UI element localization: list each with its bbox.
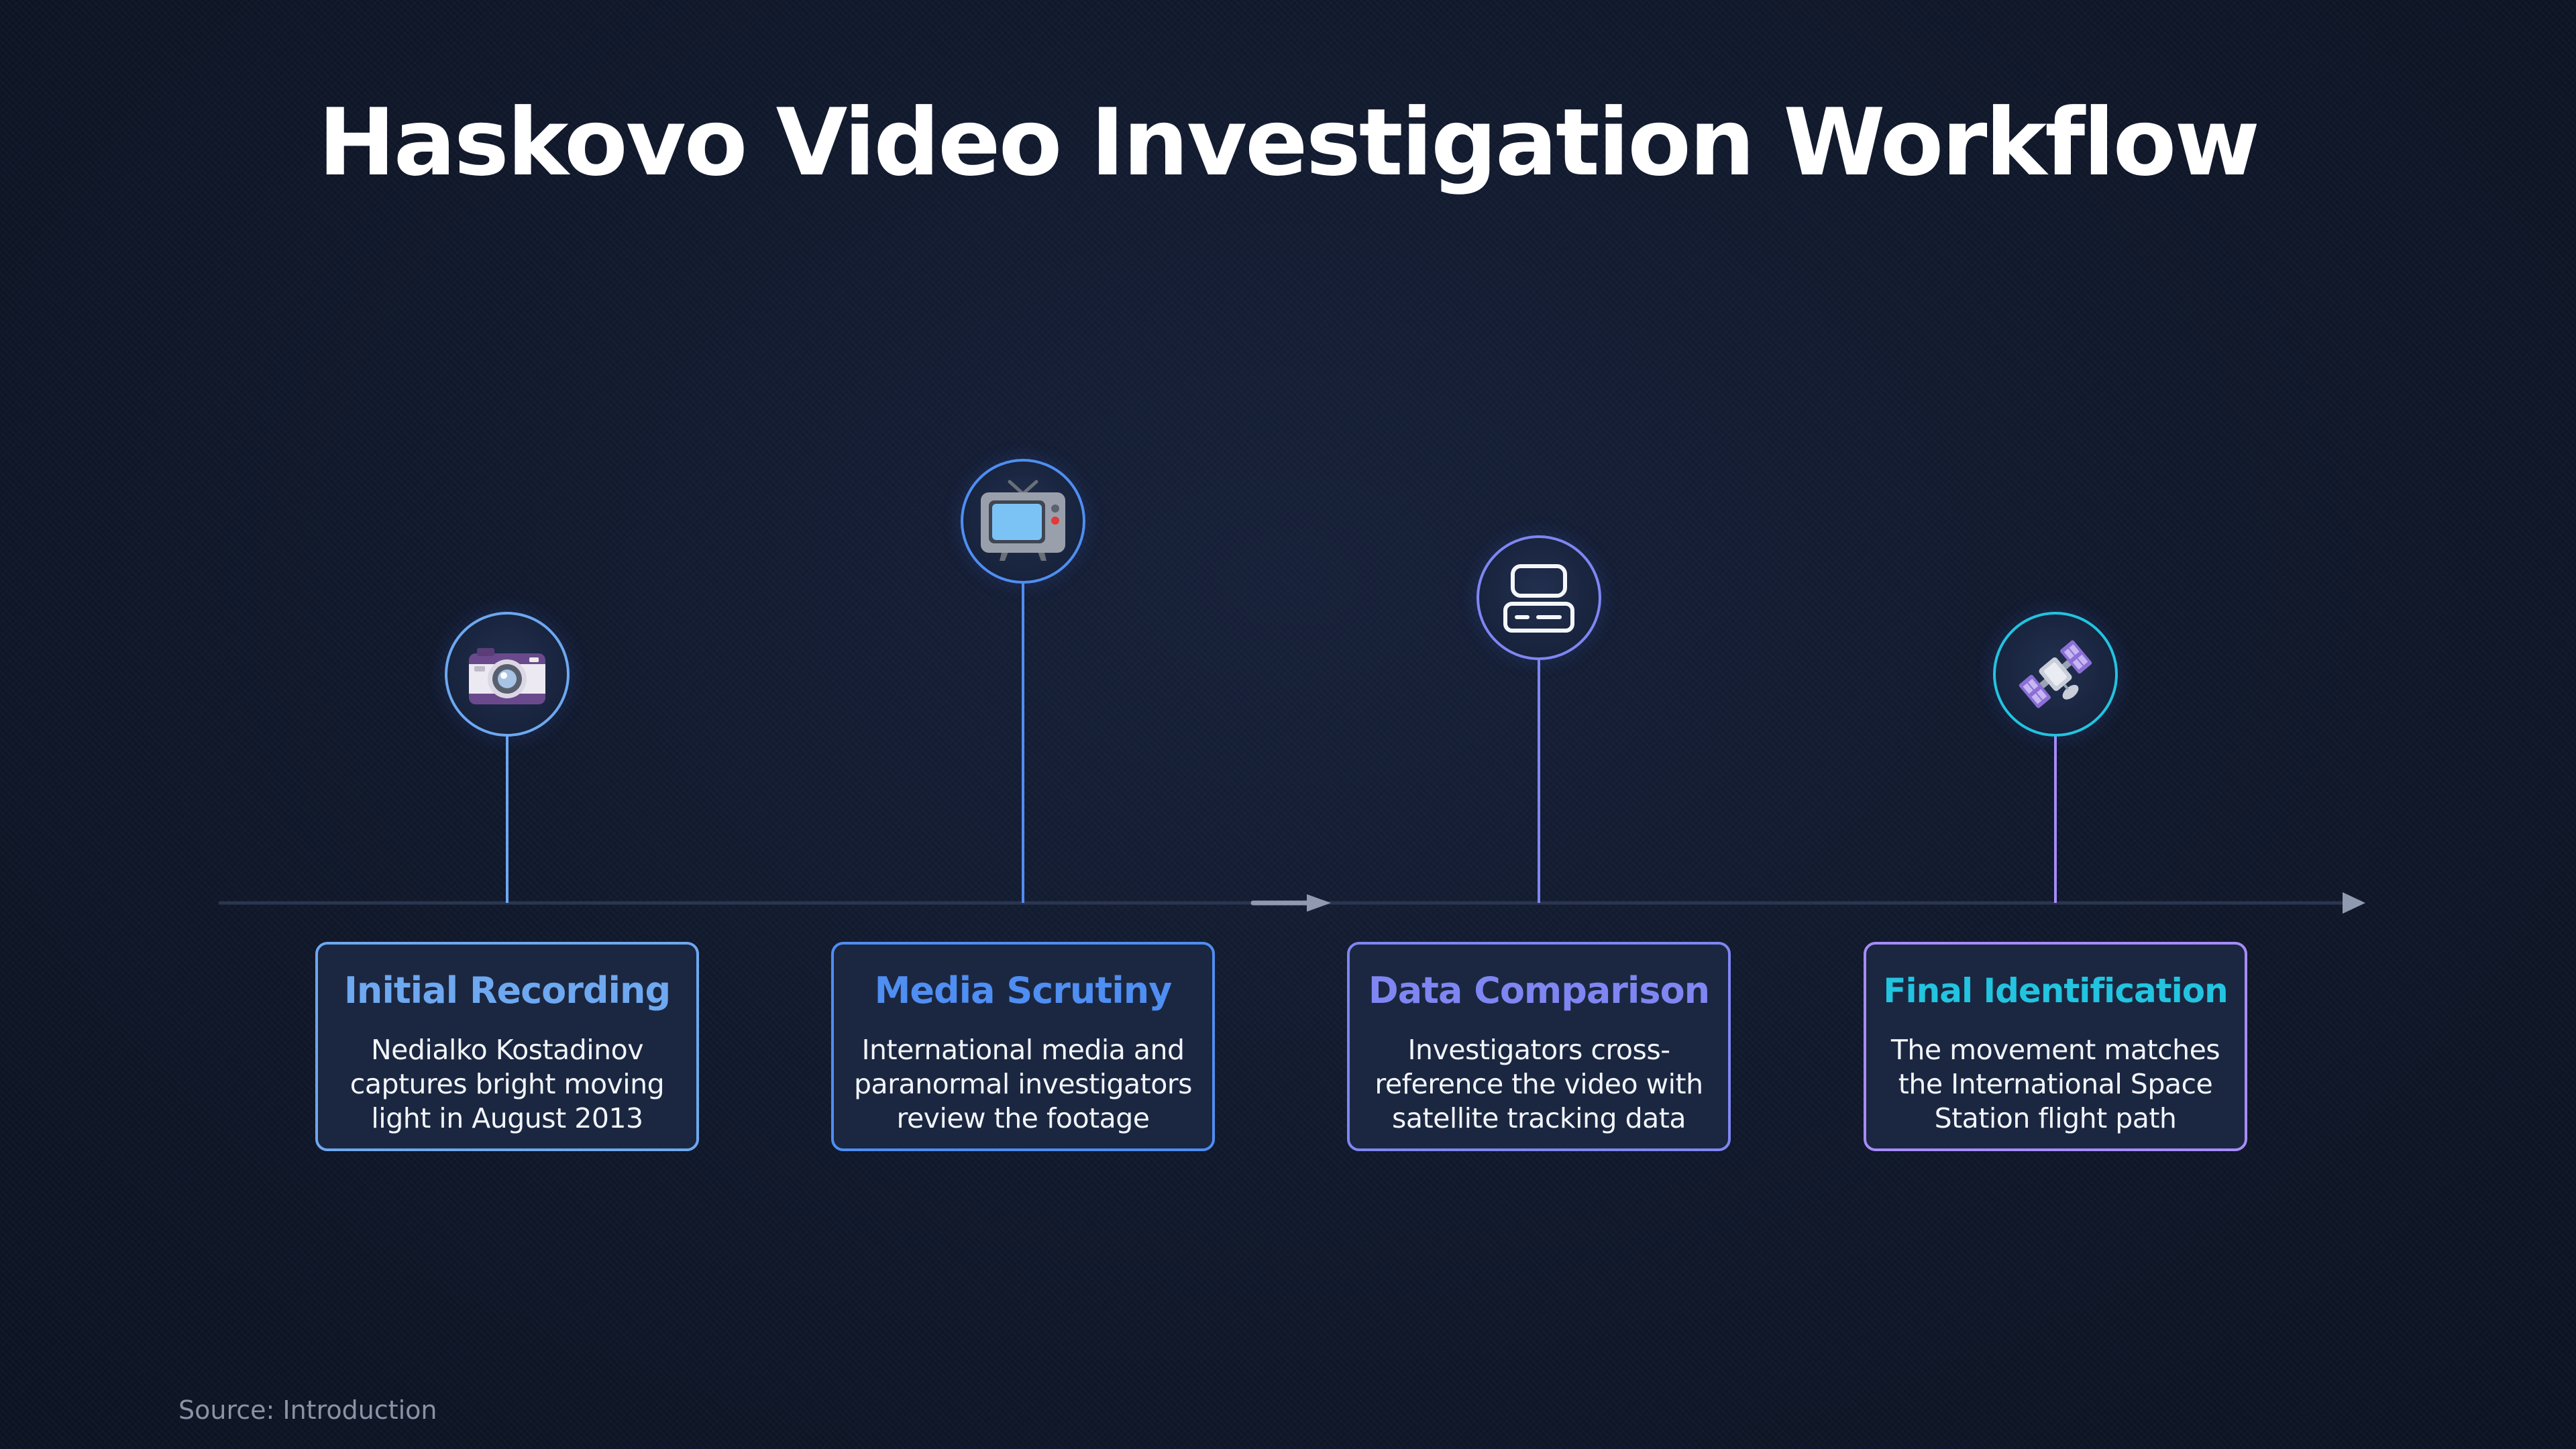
stage-description: International media and paranormal inves…	[853, 1034, 1193, 1134]
stage-card: Initial Recording Nedialko Kostadinov ca…	[315, 942, 699, 1151]
stage-description: Investigators cross-reference the video …	[1375, 1034, 1703, 1134]
stage-node	[1477, 535, 1601, 660]
source-note: Source: Introduction	[178, 1395, 437, 1425]
stage-description: Nedialko Kostadinov captures bright movi…	[350, 1034, 665, 1134]
television-icon	[981, 480, 1065, 561]
flow-arrow-icon	[1250, 894, 1331, 912]
stage-card: Media Scrutiny International media and p…	[831, 942, 1215, 1151]
stage-node	[1993, 612, 2118, 737]
stage-connector	[506, 737, 508, 903]
stage-node	[961, 459, 1085, 584]
server-icon	[1503, 564, 1574, 633]
axis-end-arrow-icon	[2343, 892, 2365, 914]
satellite-icon	[2019, 640, 2092, 708]
stage-title: Data Comparison	[1368, 969, 1710, 1012]
stage-description: The movement matches the International S…	[1890, 1034, 2220, 1134]
stage-title: Initial Recording	[343, 969, 671, 1012]
stage-title: Final Identification	[1883, 971, 2228, 1010]
camera-icon	[469, 648, 545, 704]
stage-connector	[1538, 660, 1540, 903]
page-title: Haskovo Video Investigation Workflow	[318, 89, 2260, 197]
stage-title: Media Scrutiny	[874, 969, 1173, 1012]
stage-connector	[1022, 584, 1024, 903]
stage-connector	[2054, 737, 2057, 903]
stage-card: Data Comparison Investigators cross-refe…	[1347, 942, 1731, 1151]
stage-card: Final Identification The movement matche…	[1864, 942, 2247, 1151]
stage-node	[445, 612, 570, 737]
